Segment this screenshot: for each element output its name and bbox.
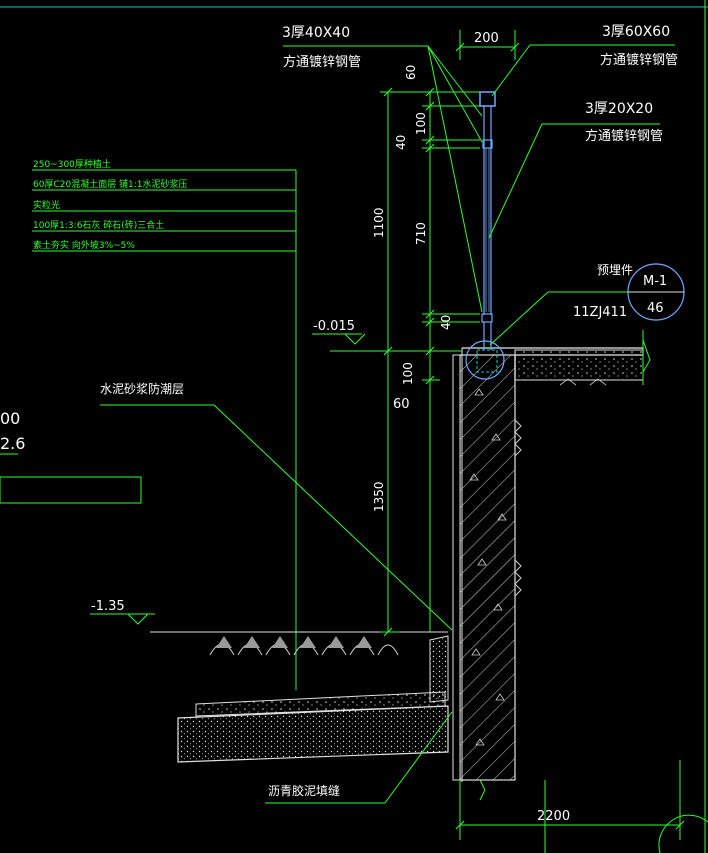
callout-mr-line1: 3厚20X20 [585,101,653,117]
layer-5: 素土夯实 向外坡3%~5% [33,239,135,251]
dim-40-upper: 40 [394,135,408,150]
callout-tl-line1: 3厚40X40 [282,25,350,41]
dim-1350: 1350 [372,481,386,512]
callout-mr-line2: 方通镀锌钢管 [585,128,663,144]
dim-60-top: 60 [404,65,418,80]
detail-number: M-1 [643,274,667,289]
layer-3: 实粒光 [33,199,60,211]
dim-top-width: 200 [474,31,499,46]
retaining-wall [452,330,651,782]
detail-reference-bubble[interactable] [627,263,685,321]
dim-60-mid: 60 [393,397,410,412]
dim-1100: 1100 [372,207,386,238]
layer-4: 100厚1:3:6石灰 碎石(砖)三合土 [33,219,164,231]
foundation-footing [150,631,449,763]
callout-tr-line2: 方通镀锌钢管 [600,52,678,68]
asphalt-joint-label: 沥青胶泥填缝 [268,783,340,798]
dim-100-mid: 100 [401,362,415,385]
callout-tl-line2: 方通镀锌钢管 [283,54,361,70]
dim-bottom-width: 2200 [537,809,570,824]
standard-reference: 11ZJ411 [573,305,627,320]
callout-tr-line1: 3厚60X60 [602,24,670,40]
elevation-lower: -1.35 [91,599,125,614]
layer-2: 60厚C20混凝土面层 铺1:1水泥砂浆压 [33,178,188,190]
layer-1: 250~300厚种植土 [33,158,111,170]
dim-710: 710 [414,222,428,245]
partial-text-1: 00 [0,409,20,428]
embedded-part-label: 预埋件 [597,263,633,277]
railing [476,91,498,373]
dim-100: 100 [414,112,428,135]
elevation-upper: -0.015 [313,319,355,334]
dim-40-lower: 40 [439,315,453,330]
detail-sheet: 46 [647,301,664,316]
partial-text-2: 2.6 [0,434,25,453]
partial-circle [658,814,708,853]
mortar-layer-label: 水泥砂浆防潮层 [100,381,184,396]
detail-highlight-circle [465,340,505,380]
